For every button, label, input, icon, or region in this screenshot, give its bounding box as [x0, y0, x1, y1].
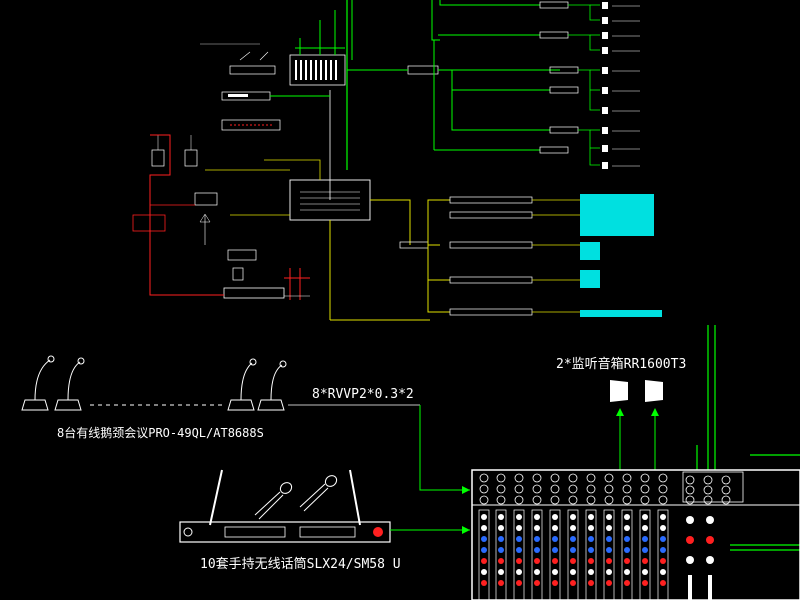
wireless-receiver-icon [179, 469, 391, 543]
gooseneck-mic-icon [21, 355, 287, 411]
top-rack-area [132, 0, 662, 321]
monitor-speakers-label: 2*监听音箱RR1600T3 [556, 356, 686, 372]
handheld-mic-icon [254, 475, 338, 520]
wireless-mics-label: 10套手持无线话筒SLX24/SM58 U [200, 556, 401, 572]
speaker-icon [610, 380, 663, 402]
led-strip [580, 310, 662, 317]
side-screen-2 [580, 270, 600, 288]
gooseneck-mics-label: 8台有线鹅颈会议PRO-49QL/AT8688S [57, 425, 264, 440]
main-screen [580, 194, 654, 236]
side-screen-1 [580, 242, 600, 260]
cable-spec-label: 8*RVVP2*0.3*2 [312, 387, 414, 402]
right-cable-bundle [696, 325, 800, 551]
mixer-console-icon [471, 469, 800, 600]
